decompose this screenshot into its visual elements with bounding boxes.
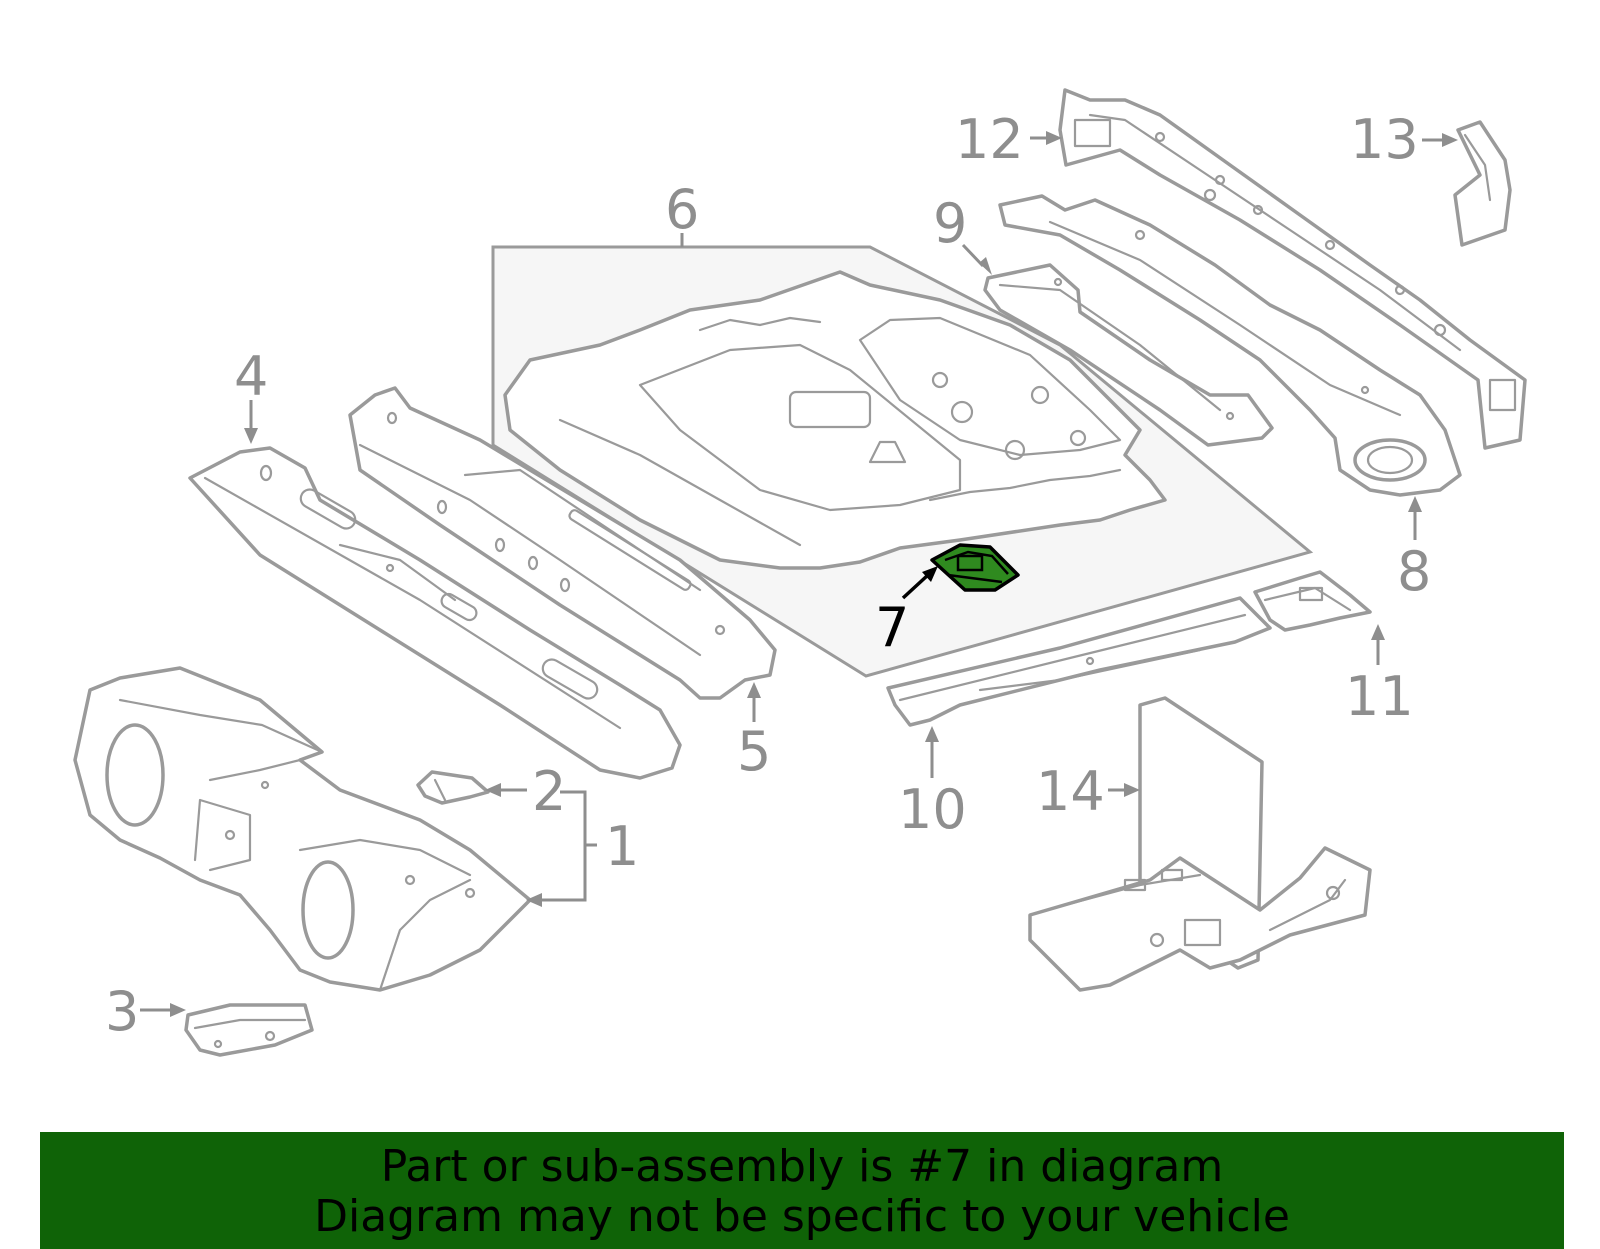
part-10-sill[interactable] <box>886 596 1272 727</box>
callout-labels: 1 2 3 4 5 6 7 8 9 10 11 12 13 14 <box>105 108 1431 1043</box>
part-8-crossmember[interactable] <box>998 194 1462 497</box>
part-13-bracket[interactable] <box>1453 120 1512 247</box>
footer-banner: Part or sub-assembly is #7 in diagram Di… <box>40 1132 1564 1249</box>
callout-4: 4 <box>234 345 268 408</box>
callout-7: 7 <box>875 596 909 659</box>
callout-10: 10 <box>898 778 967 841</box>
callout-6: 6 <box>665 178 699 241</box>
callout-11: 11 <box>1345 665 1414 728</box>
part-7-bracket[interactable] <box>930 543 1020 592</box>
footer-line-2: Diagram may not be specific to your vehi… <box>314 1191 1290 1242</box>
callout-2: 2 <box>532 760 566 823</box>
part-6-floor-panel[interactable] <box>491 245 1314 678</box>
callout-14: 14 <box>1036 760 1105 823</box>
part-9-crossmember[interactable] <box>983 263 1274 447</box>
part-11-bracket[interactable] <box>1253 570 1372 632</box>
callout-3: 3 <box>105 980 139 1043</box>
callout-13: 13 <box>1350 108 1419 171</box>
leader-lines <box>140 131 1458 1017</box>
footer-line-1: Part or sub-assembly is #7 in diagram <box>380 1141 1224 1192</box>
callout-5: 5 <box>737 720 771 783</box>
parts-diagram: 1 2 3 4 5 6 7 8 9 10 11 12 13 14 <box>73 88 1527 1057</box>
callout-12: 12 <box>955 108 1024 171</box>
part-1-floor-assembly[interactable] <box>73 666 532 992</box>
part-4-rail[interactable] <box>188 446 682 780</box>
part-5-rail[interactable] <box>348 386 777 700</box>
part-2-clip[interactable] <box>416 770 490 805</box>
callout-8: 8 <box>1397 540 1431 603</box>
part-12-rear-panel[interactable] <box>1058 88 1527 450</box>
callout-9: 9 <box>933 192 967 255</box>
part-3-bracket[interactable] <box>184 1003 314 1057</box>
part-14-tray[interactable] <box>1028 696 1372 992</box>
callout-1: 1 <box>605 815 639 878</box>
